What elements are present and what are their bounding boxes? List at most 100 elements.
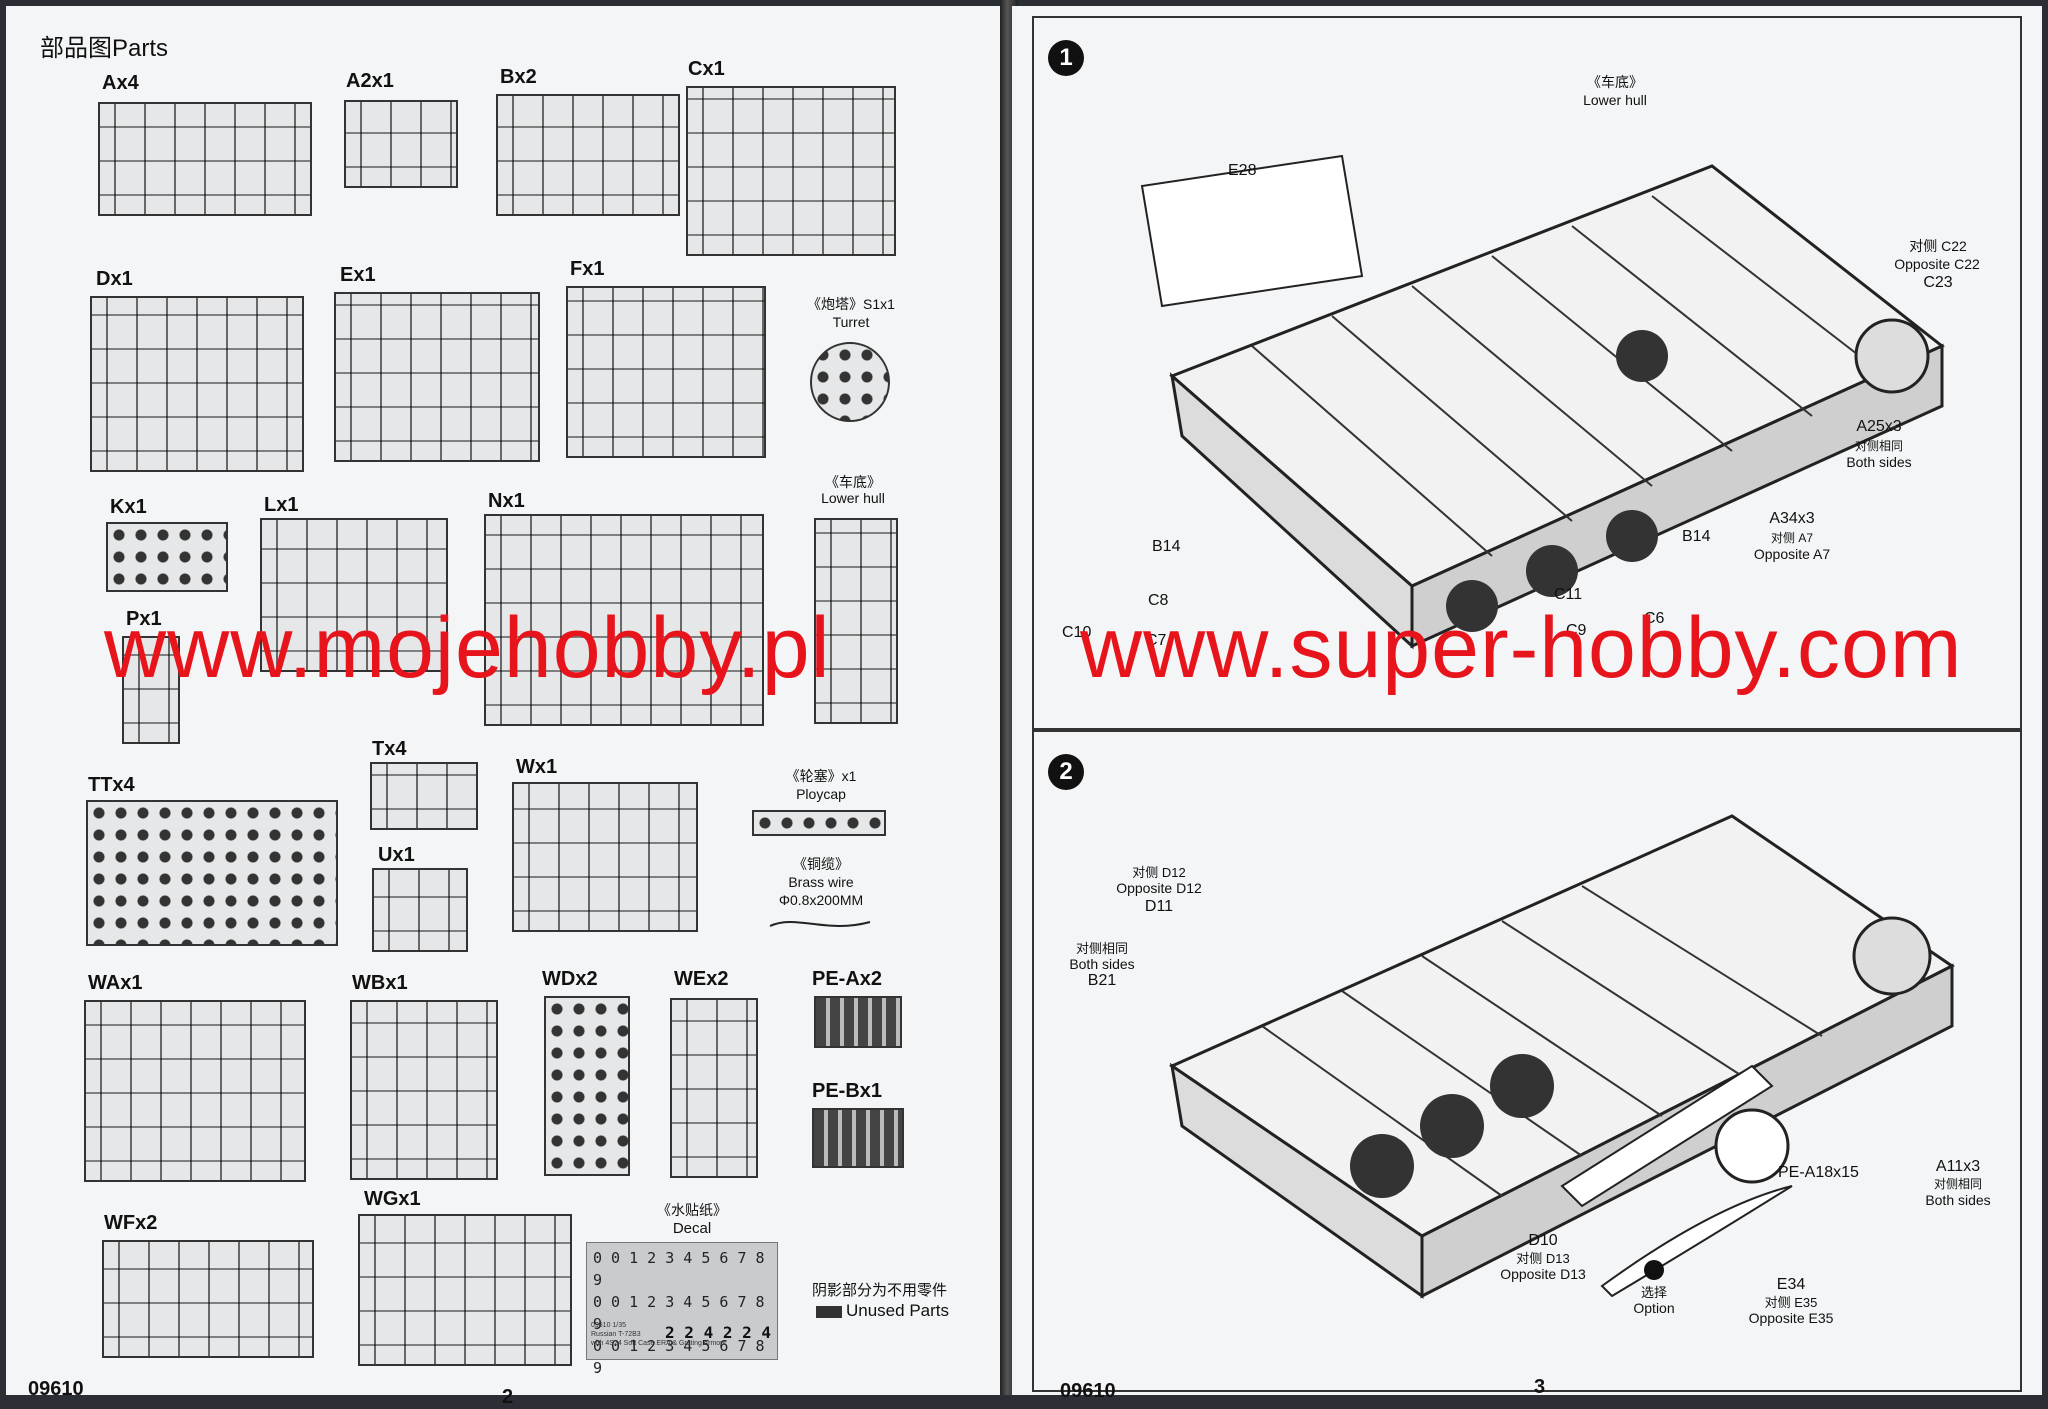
page-number: 2 [502,1386,514,1408]
part-label-b: Bx2 [500,66,537,88]
lower-hull-cn: 《车底》 [825,474,881,490]
sprue-t [370,762,478,830]
right-page-code: 09610 [1060,1380,1116,1402]
sprue-a2 [344,100,458,188]
part-label-k: Kx1 [110,496,147,518]
step1-frame [1032,16,2022,732]
part-label-peb: PE-Bx1 [812,1080,883,1102]
right-page: 1 2 《车底》 Lower hull E [1012,6,2042,1402]
callout-lower-hull-cn: 《车底》 [1587,74,1643,90]
sprue-p [122,636,180,744]
part-label-t: Tx4 [372,738,407,760]
polycap-en: Ploycap [796,786,846,802]
sprue-k [106,522,228,592]
pe-a-sheet [814,996,902,1048]
part-label-wa: WAx1 [88,972,143,994]
callout-a25: A25x3 [1856,418,1902,435]
option-icon [1644,1260,1664,1280]
sprue-tt [86,800,338,946]
callout-a11-cn: 对侧相同 [1933,1177,1982,1191]
callout-a11-both: Both sides [1925,1192,1991,1208]
lower-hull-part [814,518,898,724]
page-code: 09610 [28,1378,84,1400]
callout-b21: B21 [1087,972,1117,989]
watermark-super-hobby: www.super-hobby.com [1080,600,1963,696]
callout-a34: A34x3 [1769,510,1815,527]
callout-a25-both: Both sides [1846,454,1912,470]
sprue-wa [84,1000,306,1182]
callout-b21-en: Both sides [1069,956,1135,972]
callout-a25-cn: 对侧相同 [1854,439,1903,453]
callout-a34-cn: 对侧 A7 [1770,531,1813,545]
callout-c9: C9 [1566,622,1587,639]
callout-d11: D11 [1144,898,1174,915]
decal-sheet: 0 0 1 2 3 4 5 6 7 8 9 0 0 1 2 3 4 5 6 7 … [586,1242,778,1377]
callout-c7: C7 [1146,632,1167,649]
sprue-wb [350,1000,498,1180]
sprue-wd [544,996,630,1176]
callout-option-cn: 选择 [1640,1285,1667,1300]
part-label-wg: WGx1 [364,1188,421,1210]
callout-c11: C11 [1554,586,1583,603]
brass-size: Φ0.8x200MM [778,892,864,908]
sprue-b [496,94,680,216]
callout-c10: C10 [1062,624,1092,641]
part-label-wb: WBx1 [352,972,408,994]
unused-cn: 阴影部分为不用零件 [812,1282,948,1299]
unused-en: Unused Parts [846,1301,949,1320]
part-label-w: Wx1 [516,756,558,778]
callout-d10: D10 [1528,1232,1558,1249]
callout-e34-opp: Opposite E35 [1748,1310,1834,1326]
part-label-c: Cx1 [688,58,725,80]
decal-small-text: 09610 1/35 [591,1322,627,1329]
callout-a34-opp: Opposite A7 [1753,546,1831,562]
brass-wire-icon [769,921,871,927]
part-label-wf: WFx2 [104,1212,158,1234]
decal-en: Decal [672,1220,712,1237]
brass-cn: 《铜缆》 [793,856,849,872]
brass-en: Brass wire [788,874,854,890]
callout-d12-en: Opposite D12 [1116,880,1202,896]
callout-c6: C6 [1644,610,1665,627]
step1-hull-drawing [1140,154,1945,650]
watermark-mojehobby: www.mojehobby.pl [104,600,831,696]
callout-d12-cn: 对侧 D12 [1132,865,1186,880]
parts-header: 部品图Parts [40,35,169,62]
callout-d10-opp: Opposite D13 [1500,1266,1586,1282]
pe-b-sheet [812,1108,904,1168]
part-label-n: Nx1 [488,490,525,512]
step2-hull-drawing [1168,814,1955,1299]
sprue-f [566,286,766,458]
sprue-wg [358,1214,572,1366]
part-label-f: Fx1 [570,258,605,280]
callout-e28: E28 [1228,162,1257,179]
part-label-a2: A2x1 [346,70,394,92]
callout-c23: C23 [1923,274,1953,291]
callout-c22-en: Opposite C22 [1894,256,1980,272]
part-label-l: Lx1 [264,494,299,516]
step2-frame [1032,728,2022,1392]
callout-e34-cn: 对侧 E35 [1764,1295,1818,1310]
right-page-number: 3 [1534,1376,1546,1398]
sprue-n [484,514,764,726]
turret-part [810,342,890,422]
callout-a11: A11x3 [1935,1158,1981,1175]
callout-b21-cn: 对侧相同 [1075,941,1128,956]
polycap-part [752,810,886,836]
unused-swatch [816,1306,842,1318]
polycap-cn: 《轮塞》x1 [785,768,857,784]
decal-row: 0 0 1 2 3 4 5 6 7 8 9 [593,1293,765,1333]
decal-cn: 《水贴纸》 [657,1202,727,1218]
sprue-w [512,782,698,932]
left-page: 部品图Parts Ax4 A2x1 Bx2 Cx1 Dx1 Ex1 Fx1 《炮… [6,6,1006,1408]
part-label-wd: WDx2 [542,968,598,990]
part-label-tt: TTx4 [88,774,135,796]
decal-small-text: Russian T-72B3 [591,1331,641,1338]
part-label-p: Px1 [126,608,162,630]
part-label-d: Dx1 [96,268,133,290]
sprue-e [334,292,540,462]
step2-badge: 2 [1048,754,1084,790]
step1-badge: 1 [1048,40,1084,76]
sprue-a [98,102,312,216]
callout-d10-cn: 对侧 D13 [1516,1251,1570,1266]
